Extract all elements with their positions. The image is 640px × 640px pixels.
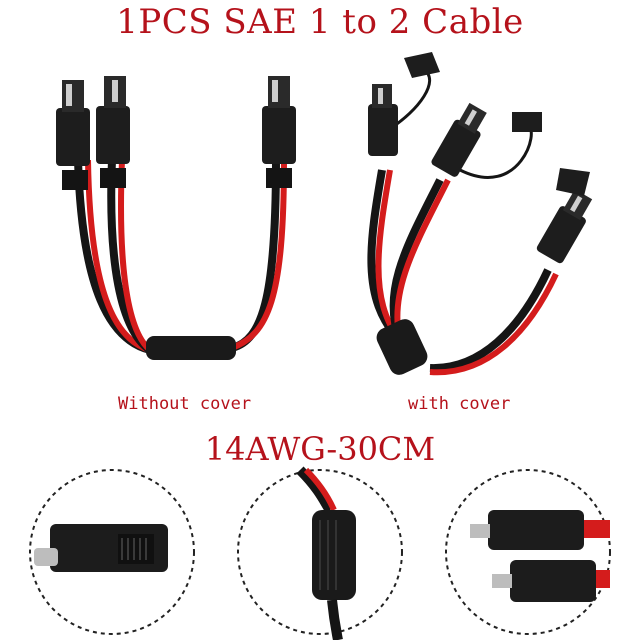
sae-connector [431,102,487,177]
sae-connector [262,76,296,188]
splitter-body [146,336,236,360]
detail-circle-splitter [237,466,403,640]
sae-connector [56,80,90,190]
product-title: 1PCS SAE 1 to 2 Cable [116,2,524,42]
sae-connector [368,84,398,156]
detail-circle-connector [29,469,195,635]
cable-with-cover [367,52,593,376]
detail-circle-pair [445,469,611,635]
caption-without-cover: Without cover [118,394,252,414]
sae-connector [536,189,593,264]
cable-without-cover [56,76,296,360]
dust-cover [556,168,590,196]
wire-spec: 14AWG-30CM [204,430,436,468]
dust-cover [404,52,440,78]
dust-cover [512,112,542,132]
sae-connector [96,76,130,188]
splitter-body [376,319,428,375]
caption-with-cover: with cover [408,394,511,414]
